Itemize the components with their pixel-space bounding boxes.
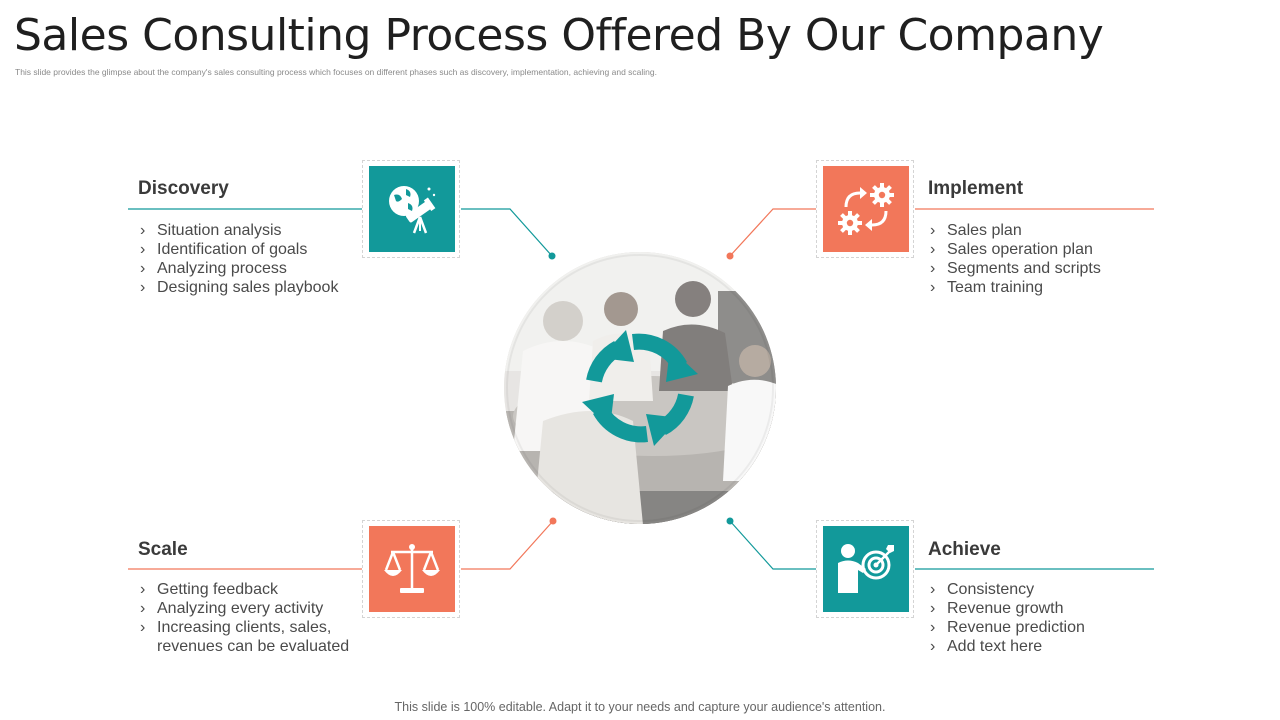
scale-title: Scale [138,539,188,560]
achieve-icon-tile [816,520,914,618]
implement-title: Implement [928,178,1024,199]
discovery-title: Discovery [138,178,229,199]
scale-list: Getting feedback Analyzing every activit… [138,580,353,656]
list-item: Analyzing process [138,259,368,278]
list-item: Situation analysis [138,221,368,240]
achieve-list: Consistency Revenue growth Revenue predi… [928,580,1158,656]
center-image [504,252,776,524]
implement-list: Sales plan Sales operation plan Segments… [928,221,1158,297]
discovery-list: Situation analysis Identification of goa… [138,221,368,297]
list-item: Identification of goals [138,240,368,259]
slide-footer: This slide is 100% editable. Adapt it to… [394,700,886,714]
implement-icon-tile [816,160,914,258]
slide-subtitle: This slide provides the glimpse about th… [15,67,657,77]
list-item: Add text here [928,637,1158,656]
list-item: Getting feedback [138,580,353,599]
scale-connector [128,517,557,570]
slide-title: Sales Consulting Process Offered By Our … [14,10,1104,61]
discovery-connector [128,208,556,260]
list-item: Sales operation plan [928,240,1158,259]
list-item: Increasing clients, sales, revenues can … [138,618,353,656]
implement-connector [726,208,1154,260]
person-target-icon [838,544,894,593]
list-item: Team training [928,278,1158,297]
cycle-arrows-icon [582,330,698,446]
discovery-icon-tile [362,160,460,258]
list-item: Designing sales playbook [138,278,368,297]
list-item: Segments and scripts [928,259,1158,278]
telescope-globe-icon [389,186,436,234]
list-item: Consistency [928,580,1158,599]
balance-scale-icon [384,544,440,593]
scale-icon-tile [362,520,460,618]
achieve-connector [726,517,1154,570]
achieve-title: Achieve [928,539,1001,560]
gears-arrows-icon [838,183,894,235]
list-item: Revenue prediction [928,618,1158,637]
list-item: Sales plan [928,221,1158,240]
list-item: Revenue growth [928,599,1158,618]
list-item: Analyzing every activity [138,599,353,618]
